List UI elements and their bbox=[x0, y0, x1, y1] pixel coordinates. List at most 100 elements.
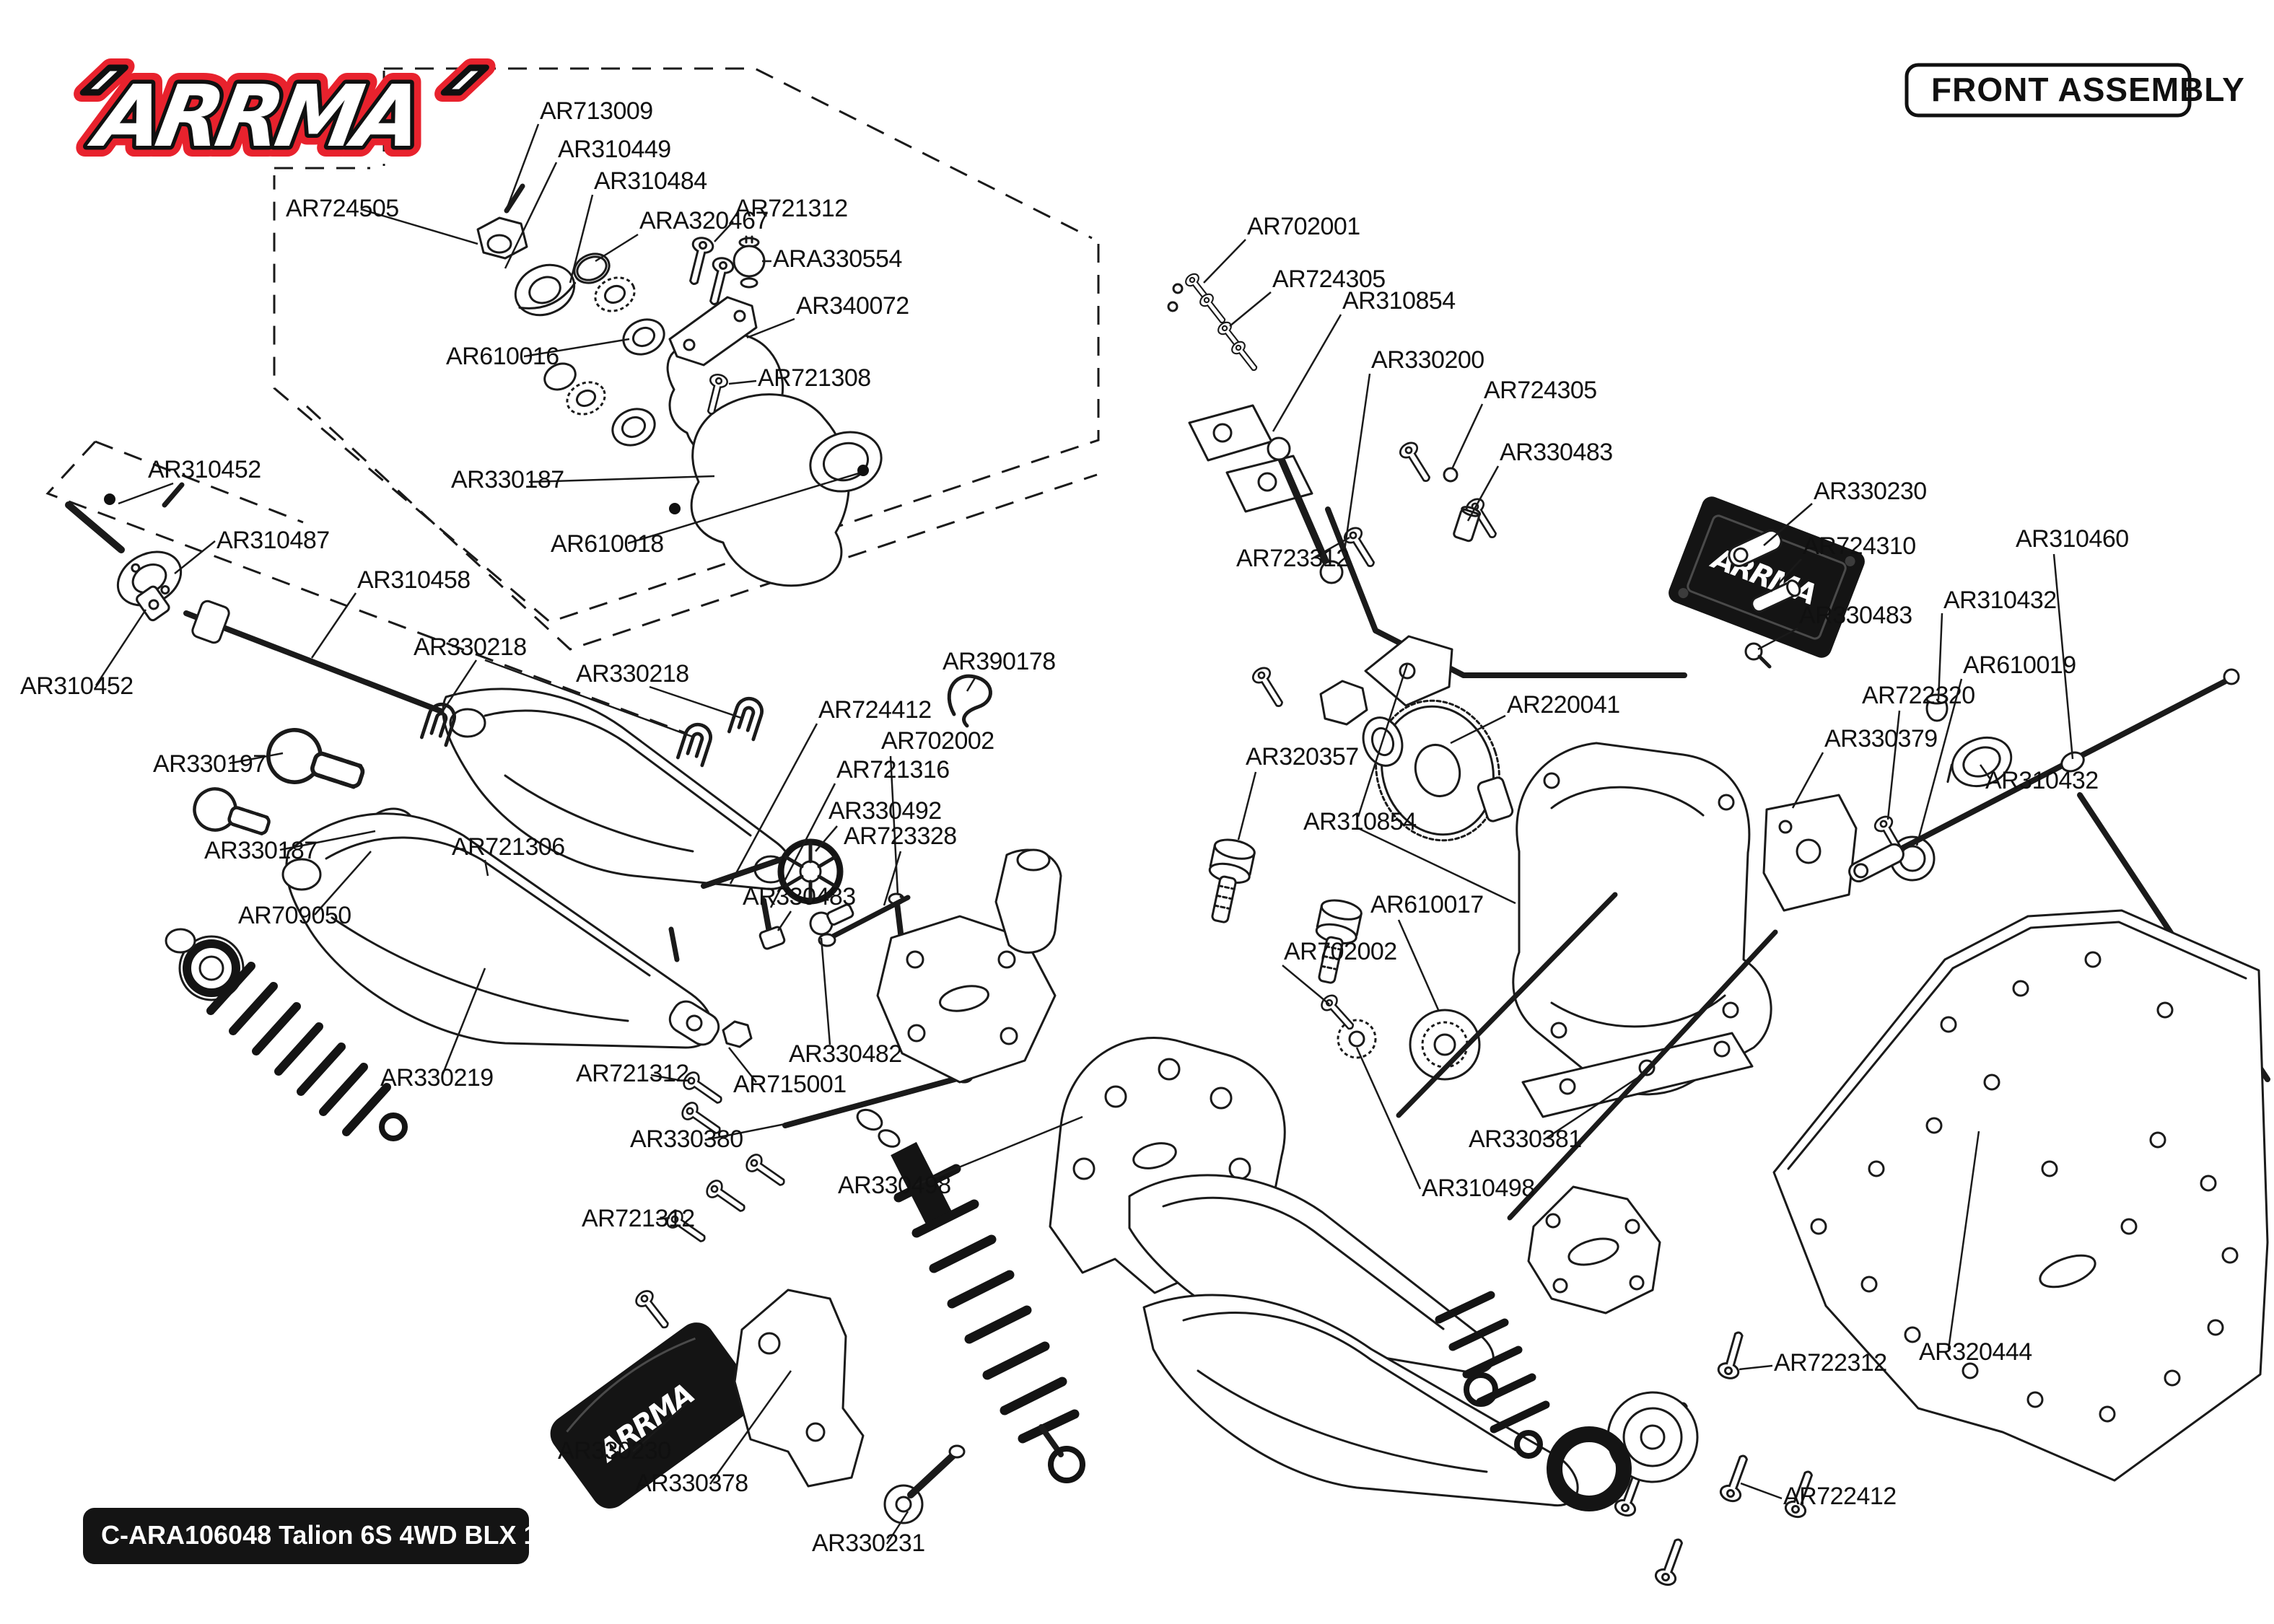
model-badge-text: C-ARA106048 Talion 6S 4WD BLX 1/8 Sport … bbox=[101, 1520, 696, 1550]
model-badge: C-ARA106048 Talion 6S 4WD BLX 1/8 Sport … bbox=[83, 1508, 696, 1564]
leader-line-ar330483 bbox=[777, 910, 792, 931]
part-label-ar330231: AR330231 bbox=[812, 1529, 925, 1557]
leader-line-ar310498 bbox=[1355, 1047, 1422, 1190]
leader-line-ar220041 bbox=[1450, 714, 1506, 745]
part-label-ar610016: AR610016 bbox=[446, 343, 559, 370]
leader-line-ar310854 bbox=[1272, 314, 1342, 432]
part-label-ar330492: AR330492 bbox=[828, 797, 942, 825]
part-label-ar722320: AR722320 bbox=[1862, 682, 1975, 709]
leader-line-ar310854 bbox=[1357, 663, 1409, 817]
part-label-ar724310: AR724310 bbox=[1803, 532, 1916, 560]
part-label-ara330554: ARA330554 bbox=[773, 245, 902, 273]
leader-line-ar722320 bbox=[1886, 710, 1901, 820]
leader-dot bbox=[669, 503, 681, 514]
leader-line-ar330379 bbox=[1791, 752, 1824, 809]
part-label-ar721308: AR721308 bbox=[758, 364, 871, 392]
leader-line-ar330231 bbox=[885, 1511, 909, 1545]
center-shock-absorber bbox=[856, 1108, 1085, 1483]
part-label-ar310854: AR310854 bbox=[1342, 287, 1456, 315]
leader-line-ar610017 bbox=[1397, 919, 1440, 1012]
part-label-ar330380: AR330380 bbox=[630, 1125, 743, 1153]
part-label-ar330482: AR330482 bbox=[789, 1040, 902, 1068]
leader-line-ar310432 bbox=[1979, 764, 1992, 780]
part-label-ar330218: AR330218 bbox=[414, 633, 527, 661]
leader-line-ar330498 bbox=[912, 1115, 1083, 1188]
arm-hinge-hardware bbox=[632, 838, 974, 1371]
leader-line-ar610018 bbox=[627, 472, 860, 545]
part-label-ar702001: AR702001 bbox=[1247, 213, 1360, 240]
leader-line-ar702002 bbox=[889, 755, 899, 895]
leader-line-ar721316 bbox=[769, 783, 836, 908]
leader-line-ar713009 bbox=[505, 123, 540, 210]
part-label-ar220041: AR220041 bbox=[1507, 691, 1620, 719]
leader-line-ara320467 bbox=[595, 233, 639, 263]
part-label-ar702002: AR702002 bbox=[881, 727, 994, 755]
leader-line-ar724305 bbox=[1451, 403, 1484, 470]
body-clip bbox=[947, 674, 992, 728]
leader-line-ar310460 bbox=[2052, 553, 2074, 760]
part-label-ar310487: AR310487 bbox=[217, 527, 330, 554]
part-label-ar724305: AR724305 bbox=[1272, 265, 1386, 293]
leader-dot bbox=[857, 465, 869, 476]
part-label-ar310432: AR310432 bbox=[1943, 587, 2057, 614]
leader-line-ar310458 bbox=[310, 592, 357, 659]
part-label-ar330197: AR330197 bbox=[153, 750, 266, 778]
leader-line-ar310432 bbox=[1937, 613, 1943, 701]
leader-line-ar610016 bbox=[523, 338, 630, 358]
part-label-ar330219: AR330219 bbox=[380, 1064, 494, 1092]
leader-line-ar330218 bbox=[484, 659, 695, 739]
part-label-ar724412: AR724412 bbox=[818, 696, 932, 724]
leader-line-ar721312 bbox=[650, 1074, 683, 1082]
leader-line-ar330483 bbox=[1757, 627, 1798, 651]
assembled-front-arms bbox=[1128, 1174, 1699, 1511]
leader-line-ar310452 bbox=[95, 609, 147, 686]
leader-dot bbox=[104, 493, 115, 505]
front-lower-arm bbox=[281, 812, 720, 1049]
part-label-ar330378: AR330378 bbox=[635, 1470, 748, 1497]
front-hub-exploded-parts bbox=[476, 183, 883, 587]
part-label-ar320444: AR320444 bbox=[1919, 1338, 2032, 1366]
leader-line-ar330187 bbox=[279, 830, 376, 851]
leader-line-ar722312 bbox=[1739, 1364, 1773, 1371]
leader-line-ar723328 bbox=[883, 851, 902, 906]
leader-line-ar330492 bbox=[815, 825, 838, 852]
logo-outline-text: ARRMA bbox=[83, 68, 425, 167]
part-label-ar722312: AR722312 bbox=[1774, 1349, 1887, 1377]
part-label-ar723312: AR723312 bbox=[1236, 545, 1350, 572]
leader-line-ar610019 bbox=[1915, 678, 1963, 846]
part-label-ar330230: AR330230 bbox=[558, 1437, 671, 1465]
leader-line-ar721308 bbox=[728, 379, 757, 385]
dashed-group-outlines bbox=[45, 67, 1100, 734]
title-box: FRONT ASSEMBLY bbox=[1905, 63, 2245, 118]
part-label-ar724305: AR724305 bbox=[1484, 377, 1597, 404]
part-label-ar723328: AR723328 bbox=[844, 822, 957, 850]
leader-line-ar310452 bbox=[118, 482, 174, 505]
part-label-ar310452: AR310452 bbox=[20, 672, 134, 700]
leader-line-ar330483 bbox=[1466, 465, 1500, 522]
logo-text: ARRMA bbox=[83, 68, 425, 167]
part-label-ara320467: ARA320467 bbox=[639, 207, 769, 234]
part-label-ar310460: AR310460 bbox=[2016, 525, 2129, 553]
leader-line-ar330219 bbox=[441, 967, 486, 1076]
part-label-ar330381: AR330381 bbox=[1469, 1125, 1582, 1153]
part-label-ar310449: AR310449 bbox=[558, 136, 671, 163]
leader-line-ar310449 bbox=[504, 162, 558, 269]
leader-line-ar330187 bbox=[528, 475, 715, 483]
part-label-ar702002: AR702002 bbox=[1284, 938, 1397, 965]
leader-line-ar330230 bbox=[1763, 503, 1813, 546]
part-label-ar330218: AR330218 bbox=[576, 660, 689, 688]
leader-line-ar330230 bbox=[632, 1403, 688, 1452]
leader-line-ar330380 bbox=[704, 1118, 808, 1141]
part-label-ar330187: AR330187 bbox=[204, 837, 318, 864]
leader-line-ar330378 bbox=[709, 1370, 792, 1485]
part-label-ar310498: AR310498 bbox=[1422, 1175, 1535, 1202]
leader-line-ar715001 bbox=[728, 1047, 757, 1083]
leader-line-ar724505 bbox=[360, 208, 478, 245]
leader-line-ar310854 bbox=[1357, 827, 1516, 905]
page-title: FRONT ASSEMBLY bbox=[1931, 71, 2245, 108]
part-label-ar330483: AR330483 bbox=[1500, 439, 1613, 466]
leader-line-ar330218 bbox=[649, 685, 744, 720]
part-labels-layer: AR724505AR713009AR310449AR310484ARA32046… bbox=[20, 97, 2129, 1557]
leader-line-ar724305 bbox=[1229, 291, 1272, 327]
